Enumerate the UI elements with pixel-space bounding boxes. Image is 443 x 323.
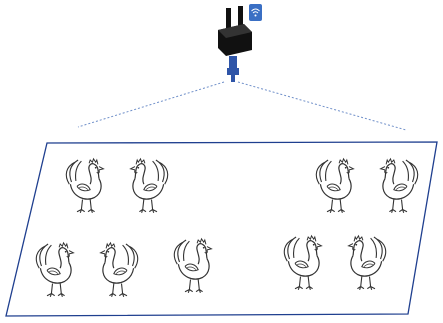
camera-device-icon <box>218 6 252 82</box>
wifi-icon <box>249 4 262 21</box>
fov-line-left <box>77 81 225 128</box>
monitored-area <box>5 141 438 317</box>
fov-line-right <box>237 81 407 131</box>
